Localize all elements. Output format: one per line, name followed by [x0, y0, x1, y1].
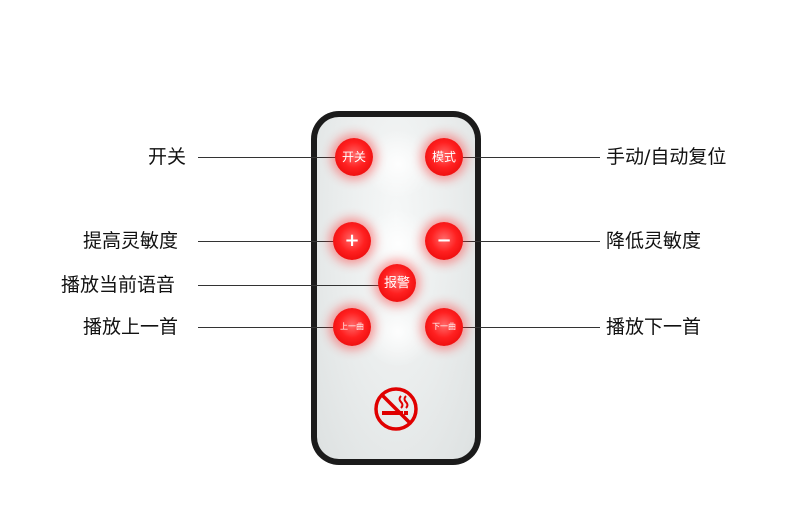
button-highlight [363, 129, 433, 199]
line-power [198, 157, 354, 158]
line-decrease [444, 241, 600, 242]
line-mode [444, 157, 600, 158]
label-power: 开关 [148, 146, 187, 168]
line-alarm [198, 285, 398, 286]
label-mode: 手动/自动复位 [606, 146, 727, 168]
line-next [444, 327, 600, 328]
line-previous [198, 327, 354, 328]
no-smoking-icon [374, 387, 418, 431]
alarm-button[interactable]: 报警 [378, 264, 416, 302]
label-play-previous: 播放上一首 [83, 316, 179, 338]
minus-button[interactable]: − [425, 222, 463, 260]
power-button[interactable]: 开关 [335, 138, 373, 176]
label-decrease-sensitivity: 降低灵敏度 [606, 230, 702, 252]
button-highlight [363, 297, 433, 367]
previous-button[interactable]: 上一曲 [333, 308, 371, 346]
label-play-current-voice: 播放当前语音 [61, 274, 176, 296]
label-increase-sensitivity: 提高灵敏度 [83, 230, 179, 252]
next-button[interactable]: 下一曲 [425, 308, 463, 346]
line-increase [198, 241, 354, 242]
label-play-next: 播放下一首 [606, 316, 702, 338]
mode-button[interactable]: 模式 [425, 138, 463, 176]
plus-button[interactable]: + [333, 222, 371, 260]
